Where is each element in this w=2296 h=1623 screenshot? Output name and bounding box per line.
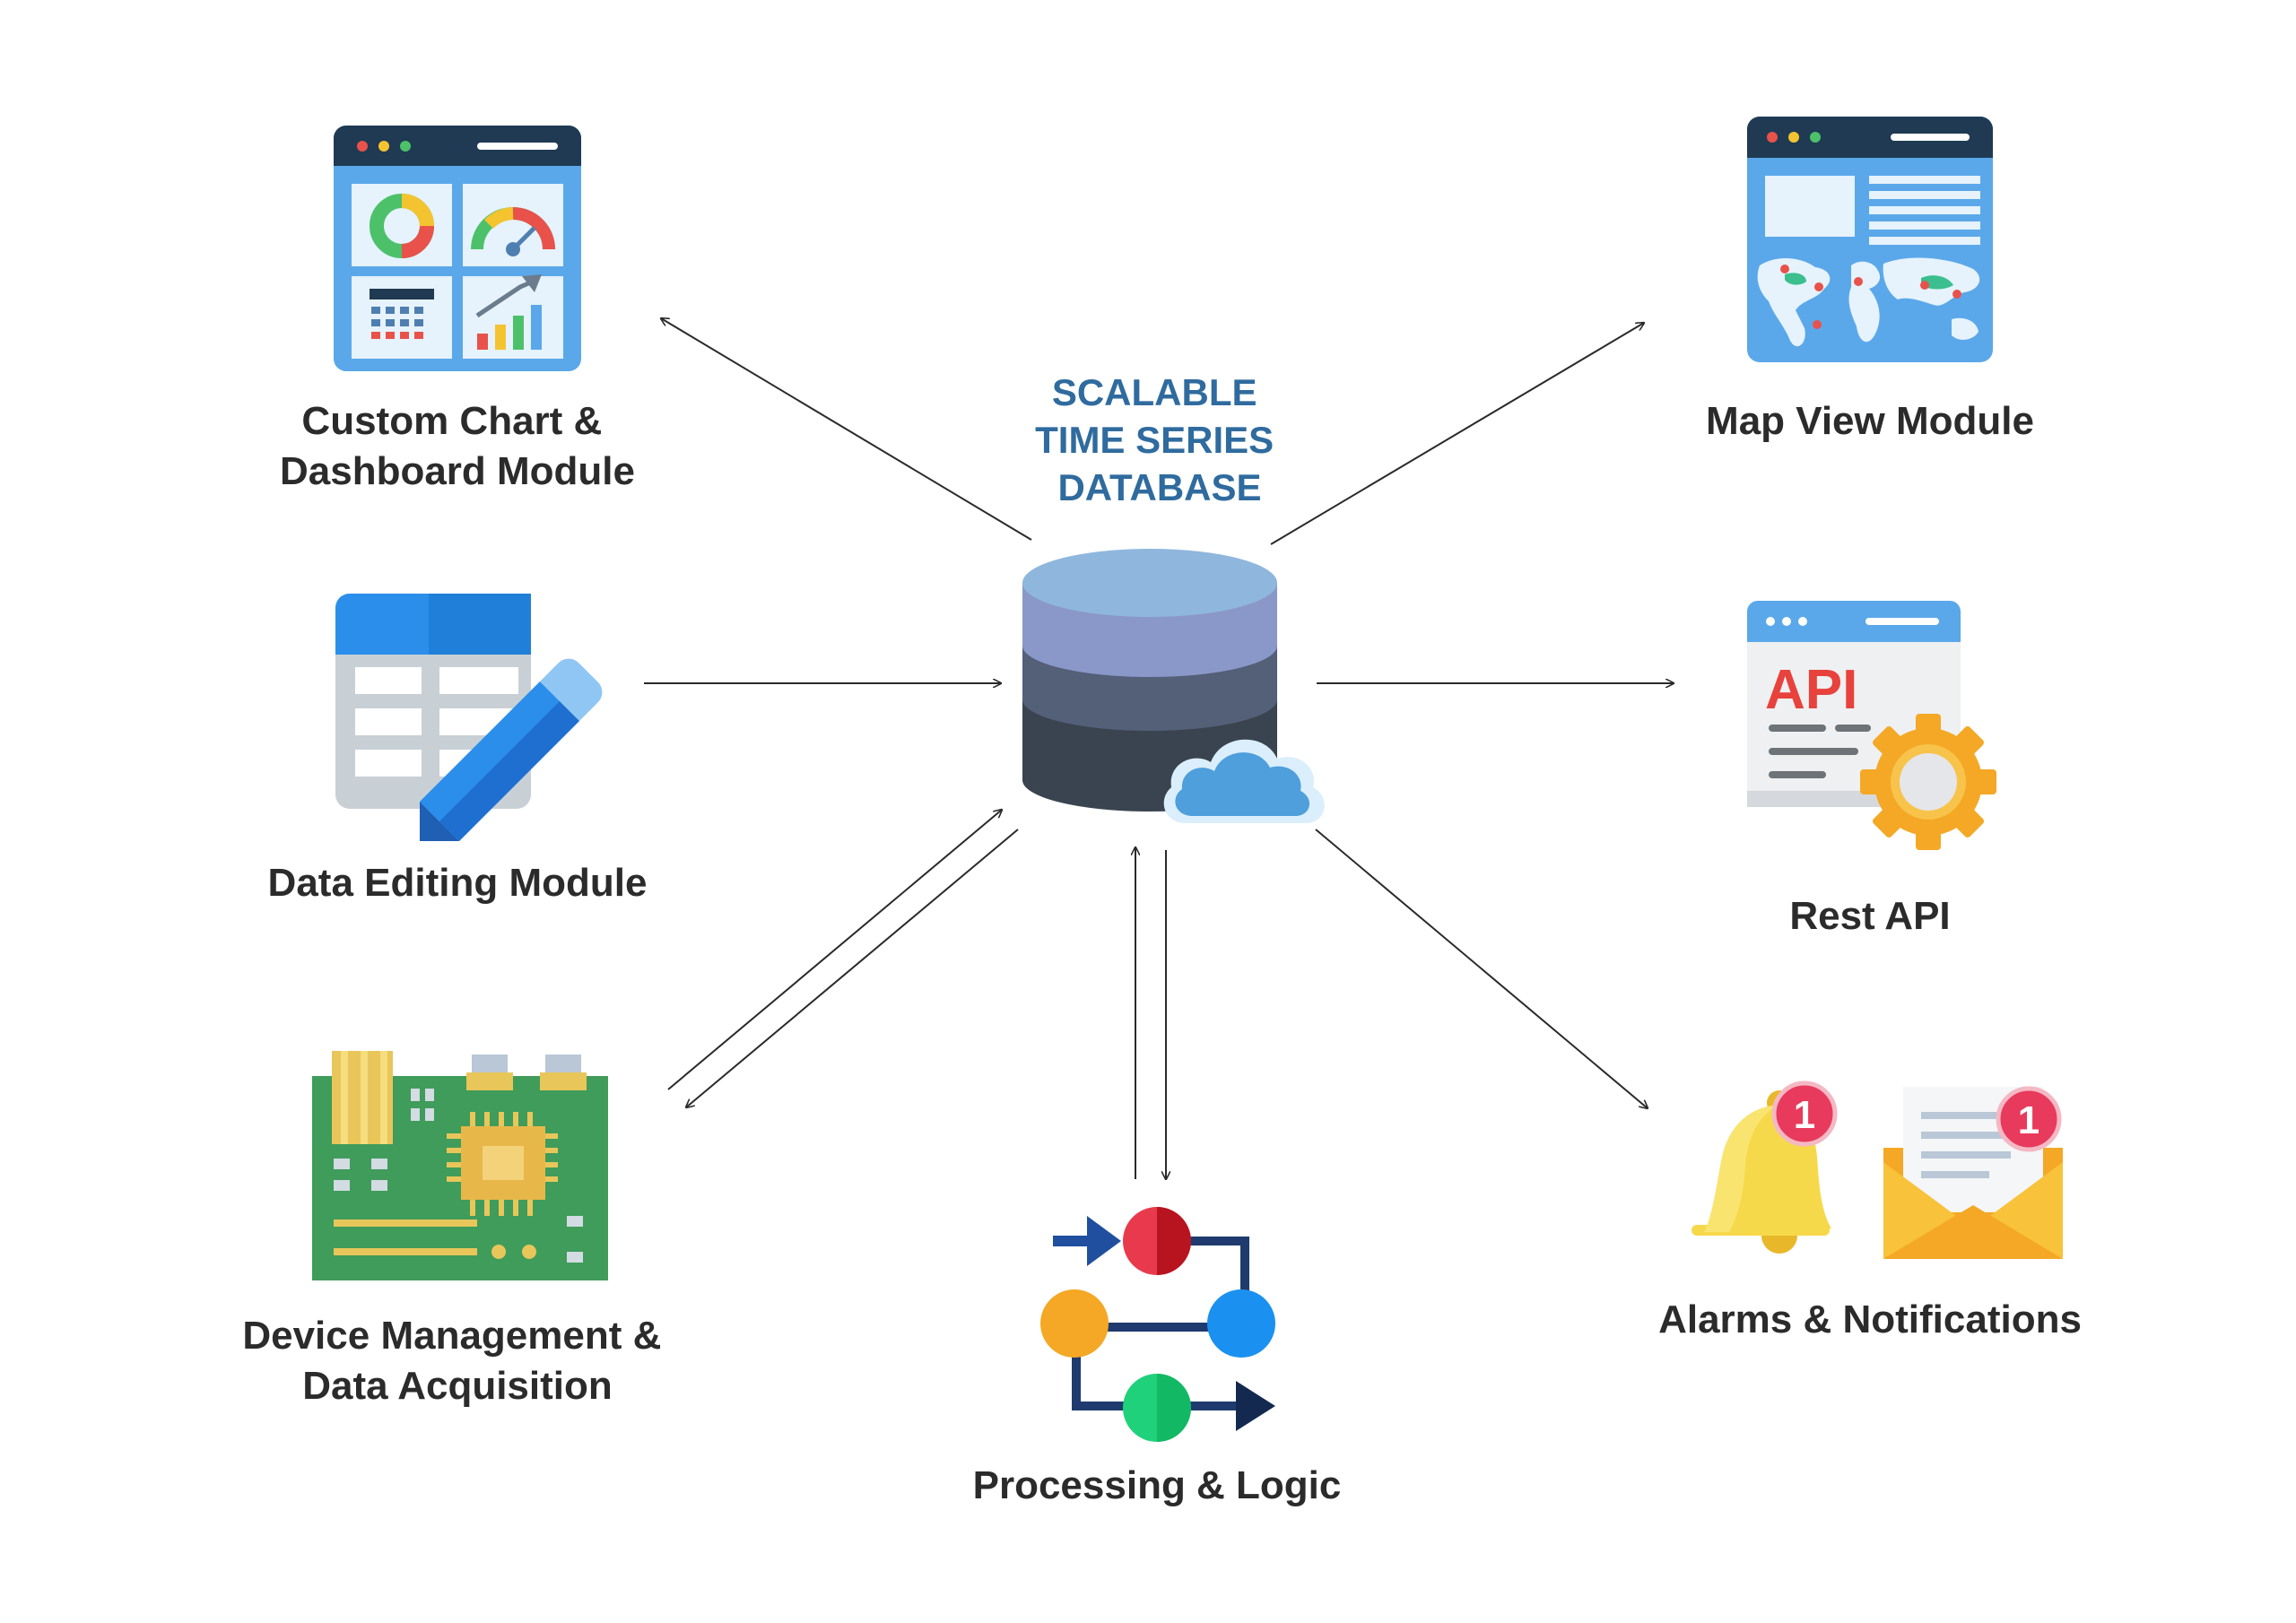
- data-editing-module: Data Editing Module: [268, 594, 648, 905]
- processing-label: Processing & Logic: [973, 1463, 1342, 1507]
- device-management-label: Device Management & Data Acquisition: [242, 1314, 672, 1408]
- arrow-to-device: [686, 829, 1019, 1107]
- dashboard-icon: [334, 126, 581, 371]
- arrow-from-device: [667, 810, 1002, 1090]
- custom-chart-label-line-1: Custom Chart &: [301, 399, 602, 443]
- bell-mail-icon: 1 1: [1692, 1081, 2063, 1259]
- custom-chart-label-line-2: Dashboard Module: [280, 449, 635, 493]
- mail-badge-count: 1: [2018, 1098, 2039, 1142]
- alarms-label-line-1: Alarms & Notifications: [1658, 1298, 2082, 1341]
- database-title: SCALABLE TIME SERIES DATABASE: [1035, 371, 1284, 508]
- database-title-line-2: TIME SERIES: [1035, 419, 1274, 461]
- database-cloud-icon: [1022, 549, 1325, 823]
- api-icon-text: API: [1765, 659, 1857, 721]
- arrow-to-alarms: [1315, 829, 1648, 1108]
- database-title-line-3: DATABASE: [1057, 466, 1261, 508]
- custom-chart-label: Custom Chart & Dashboard Module: [280, 399, 635, 493]
- device-management-label-line-2: Data Acquisition: [302, 1364, 613, 1408]
- device-management-module: Device Management & Data Acquisition: [242, 1051, 672, 1408]
- map-view-module: Map View Module: [1706, 117, 2034, 443]
- map-view-label-line-1: Map View Module: [1706, 399, 2034, 443]
- table-edit-icon: [335, 594, 603, 841]
- data-editing-label: Data Editing Module: [268, 861, 648, 905]
- bell-badge-count: 1: [1794, 1093, 1815, 1137]
- connectors: [644, 318, 1674, 1179]
- alarms-label: Alarms & Notifications: [1658, 1298, 2082, 1341]
- mail-badge: 1: [1996, 1086, 2062, 1152]
- device-management-label-line-1: Device Management &: [242, 1314, 661, 1358]
- alarms-notifications-module: 1 1 Alarms & Notifications: [1658, 1081, 2082, 1341]
- custom-chart-dashboard-module: Custom Chart & Dashboard Module: [280, 126, 635, 493]
- circuit-board-icon: [312, 1051, 608, 1280]
- processing-label-line-1: Processing & Logic: [973, 1463, 1342, 1507]
- map-view-label: Map View Module: [1706, 399, 2034, 443]
- rest-api-label: Rest API: [1789, 894, 1950, 938]
- rest-api-label-line-1: Rest API: [1789, 894, 1950, 938]
- world-map-icon: [1747, 117, 1993, 362]
- bell-badge: 1: [1771, 1081, 1838, 1147]
- arrow-to-custom-chart: [661, 318, 1032, 541]
- database-title-line-1: SCALABLE: [1052, 371, 1257, 413]
- rest-api-module: API Rest API: [1747, 601, 1996, 938]
- flow-logic-icon: [1040, 1207, 1275, 1442]
- api-gear-icon: API: [1747, 601, 1996, 850]
- central-database: SCALABLE TIME SERIES DATABASE: [1022, 371, 1325, 823]
- arrow-to-map-view: [1270, 323, 1644, 545]
- processing-logic-module: Processing & Logic: [973, 1207, 1342, 1507]
- data-editing-label-line-1: Data Editing Module: [268, 861, 648, 905]
